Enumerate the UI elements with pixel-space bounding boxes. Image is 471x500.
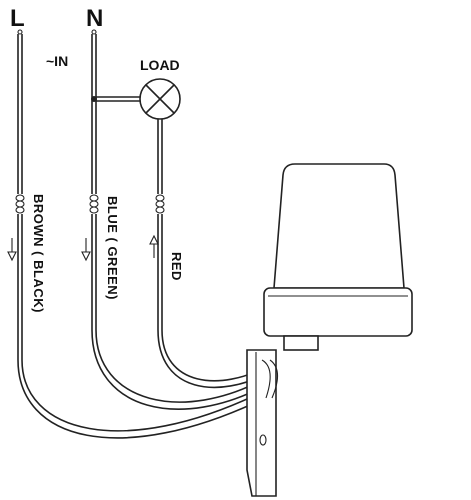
blue-connector	[89, 194, 99, 214]
red-wire-label: RED	[169, 252, 184, 281]
brown-connector	[15, 194, 25, 214]
input-label: ~IN	[46, 53, 68, 69]
neutral-wire	[91, 29, 140, 194]
arrow-down-icon	[81, 238, 91, 262]
blue-wire-label: BLUE ( GREEN)	[105, 196, 120, 300]
live-wire	[17, 29, 23, 194]
load-wire	[157, 119, 163, 194]
lamp-cross-icon	[139, 78, 181, 120]
arrow-up-icon	[149, 234, 159, 258]
live-terminal-label: L	[10, 5, 25, 32]
red-connector	[155, 194, 165, 214]
neutral-terminal-label: N	[86, 5, 103, 32]
brown-wire-label: BROWN ( BLACK)	[31, 194, 46, 313]
arrow-down-icon	[7, 238, 17, 262]
photocell-sensor	[246, 163, 413, 497]
blue-wire	[91, 214, 269, 410]
brown-wire	[17, 214, 266, 439]
load-label: LOAD	[140, 57, 180, 73]
